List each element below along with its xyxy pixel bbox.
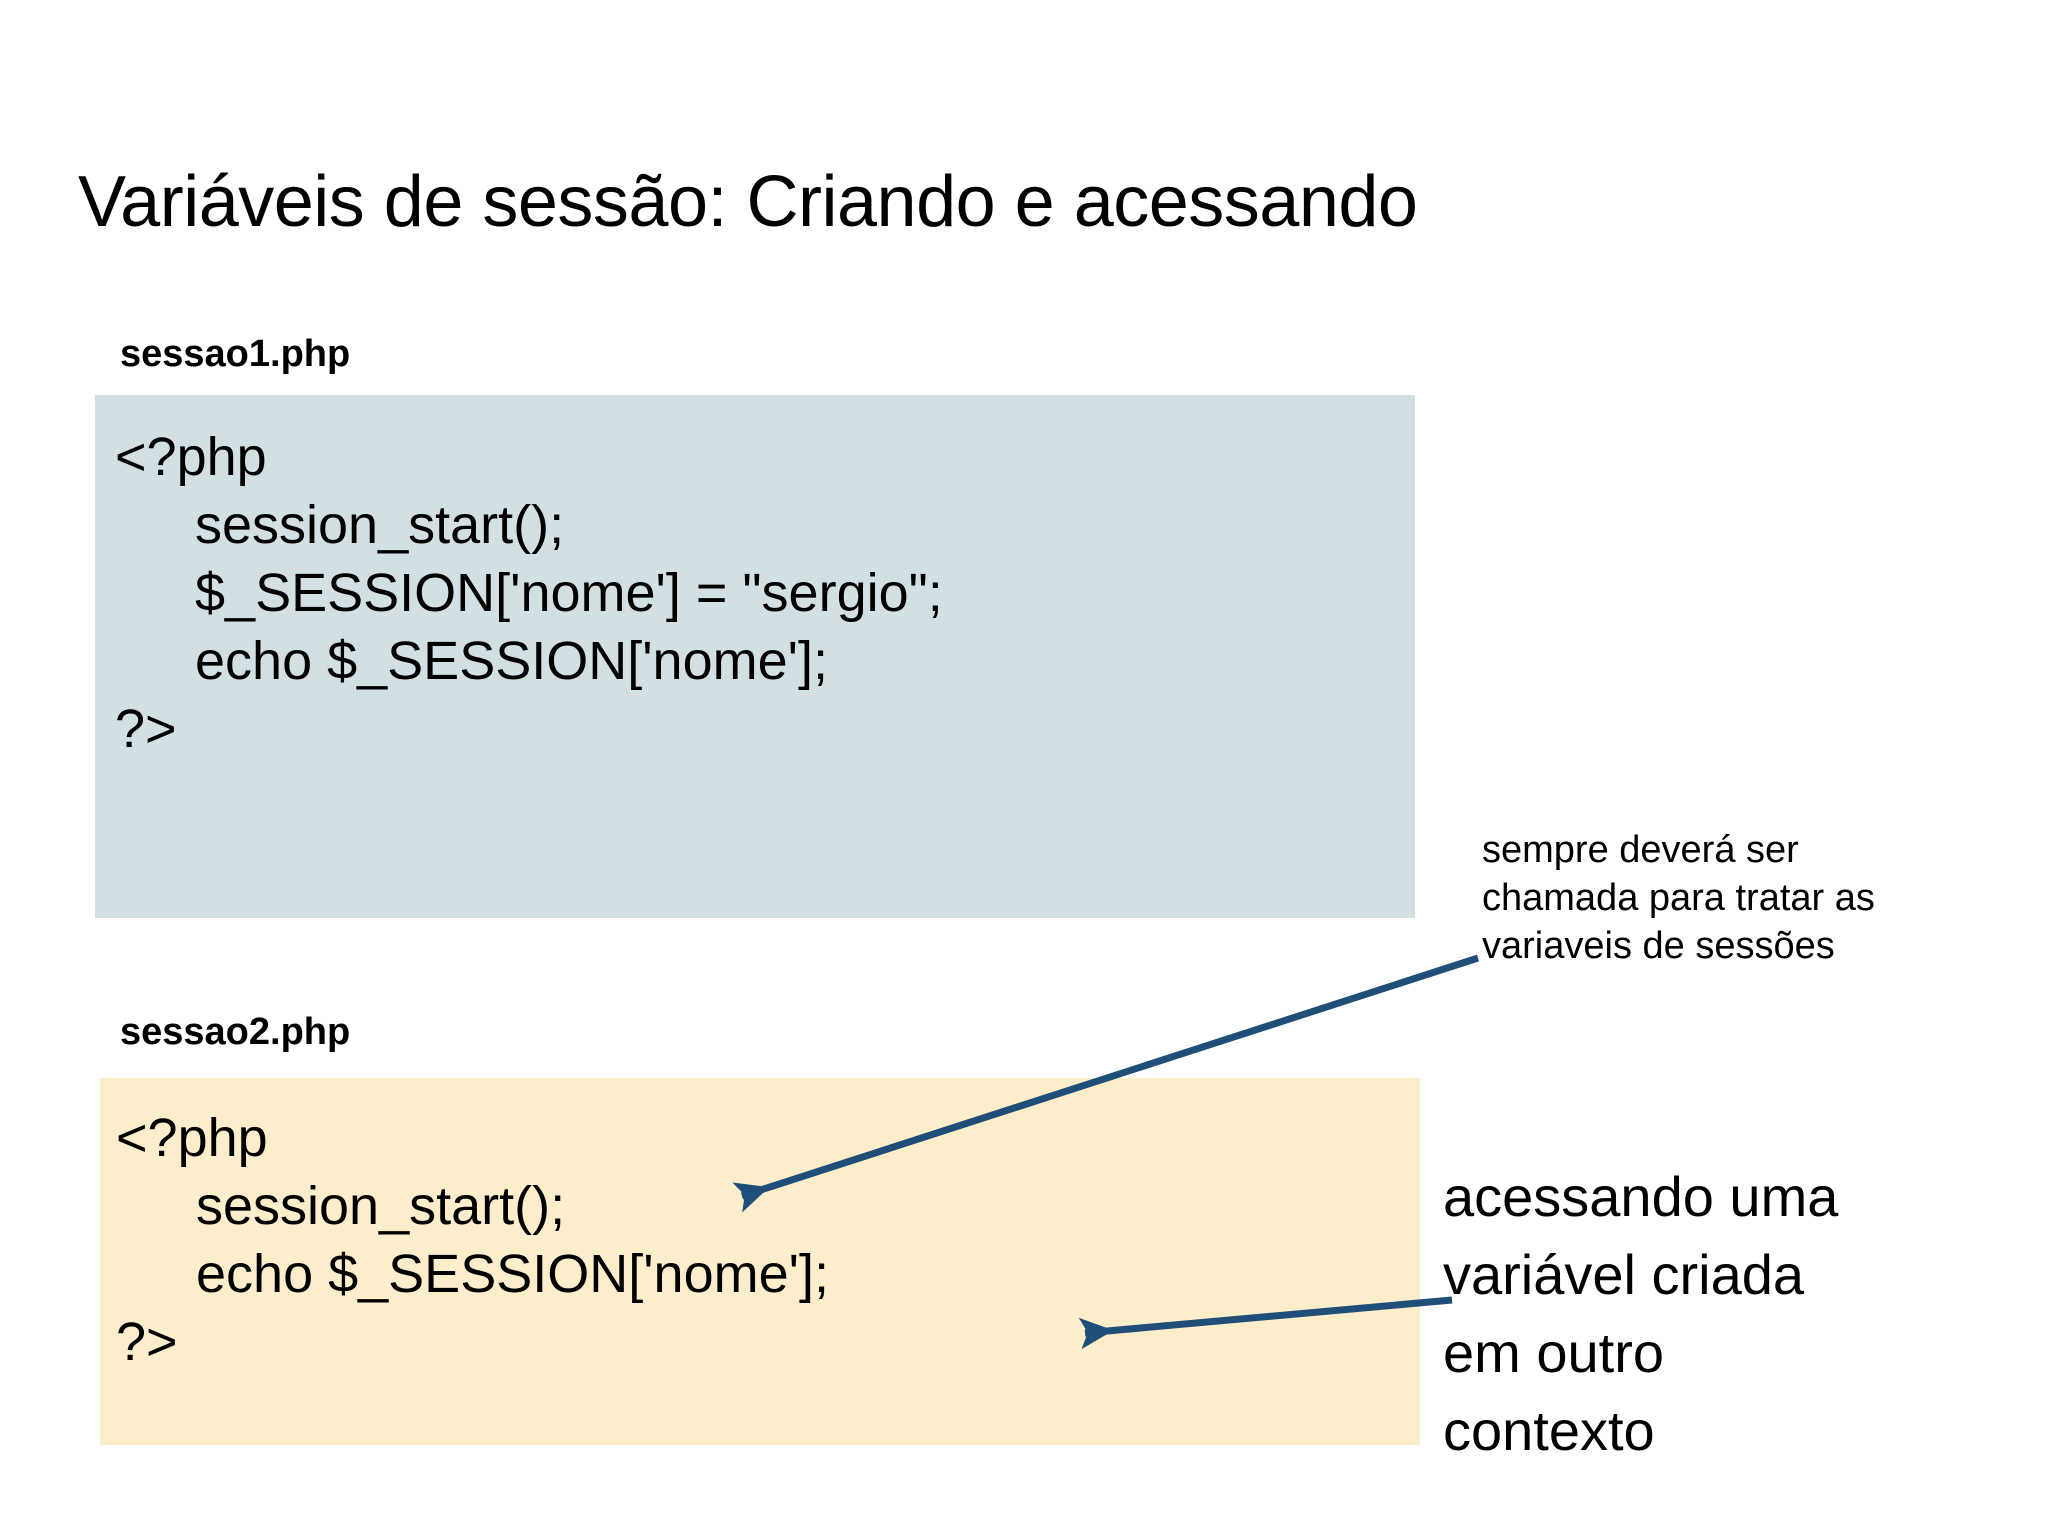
file-caption-sessao2: sessao2.php [120,1011,351,1053]
code-line: echo $_SESSION['nome']; [196,1244,829,1304]
code-line: <?php [116,1108,268,1168]
code-line: echo $_SESSION['nome']; [195,631,828,691]
code-line: session_start(); [195,495,565,555]
code-line: ?> [115,699,177,759]
code-line: session_start(); [196,1176,566,1236]
file-caption-sessao1: sessao1.php [120,333,351,375]
annotation-line: contexto [1443,1399,1655,1462]
annotation-line: sempre deverá ser [1482,829,1799,871]
annotation-line: em outro [1443,1321,1664,1384]
annotation-access-variable: acessando uma variável criada em outro c… [1443,1158,2003,1470]
annotation-line: variaveis de sessões [1482,925,1835,967]
annotation-line: chamada para tratar as [1482,877,1875,919]
page-title: Variáveis de sessão: Criando e acessando [78,162,1418,243]
code-line: ?> [116,1312,178,1372]
annotation-line: variável criada [1443,1243,1805,1306]
code-block-sessao2: <?php session_start(); echo $_SESSION['n… [100,1078,1420,1445]
code-block-sessao1: <?php session_start(); $_SESSION['nome']… [95,395,1415,918]
annotation-line: acessando uma [1443,1165,1839,1228]
code-line: <?php [115,427,267,487]
code-line: $_SESSION['nome'] = "sergio"; [195,563,943,623]
annotation-session-start: sempre deverá ser chamada para tratar as… [1482,826,2022,970]
